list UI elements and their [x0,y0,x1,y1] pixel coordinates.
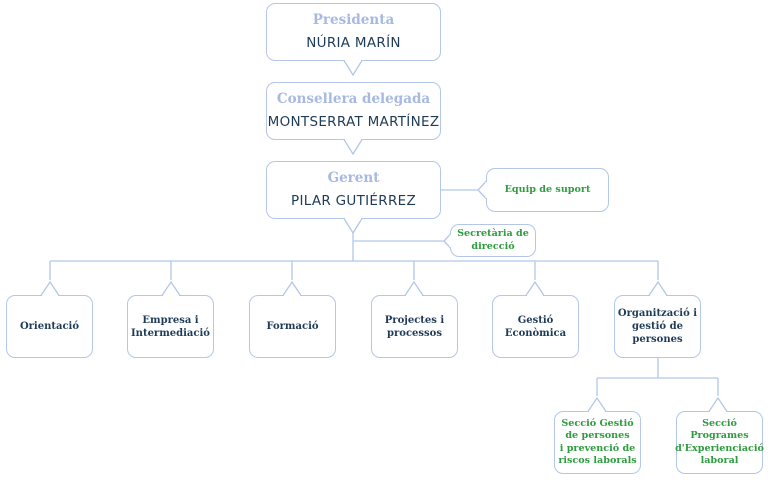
dept-formacio-label: Formació [266,321,319,332]
gerent-box: Gerent PILAR GUTIÉRREZ [266,161,441,219]
consellera-name: MONTSERRAT MARTÍNEZ [267,114,440,130]
presidenta-box: Presidenta NÚRIA MARÍN [266,3,441,61]
consellera-role: Consellera delegada [276,91,431,107]
presidenta-role: Presidenta [312,12,395,28]
dept-organitzacio: Organització i gestió de persones [614,295,701,358]
dept-empresa: Empresa i Intermediació [127,295,214,358]
gerent-name: PILAR GUTIÉRREZ [291,193,416,209]
consellera-box: Consellera delegada MONTSERRAT MARTÍNEZ [266,82,441,140]
dept-projectes: Projectes i processos [371,295,458,358]
dept-projectes-label: Projectes i processos [384,314,445,339]
section-gestio-persones-label: Secció Gestió de persones i prevenció de… [558,417,637,467]
secretaria-label: Secretària de direcció [457,228,529,252]
dept-formacio: Formació [249,295,336,358]
dept-orientacio: Orientació [6,295,93,358]
presidenta-name: NÚRIA MARÍN [306,35,401,51]
dept-orientacio-label: Orientació [19,321,80,332]
equip-suport-box: Equip de suport [486,168,609,212]
gerent-role: Gerent [327,170,380,186]
section-programes-label: Secció Programes d'Experienciació labora… [675,417,764,467]
equip-suport-label: Equip de suport [504,183,591,195]
section-programes: Secció Programes d'Experienciació labora… [675,411,764,474]
dept-empresa-label: Empresa i Intermediació [131,314,210,339]
dept-organitzacio-label: Organització i gestió de persones [617,308,698,345]
dept-gestio-economica-label: Gestió Econòmica [504,314,567,339]
dept-gestio-economica: Gestió Econòmica [492,295,579,358]
section-gestio-persones: Secció Gestió de persones i prevenció de… [554,411,641,474]
secretaria-box: Secretària de direcció [450,224,536,257]
